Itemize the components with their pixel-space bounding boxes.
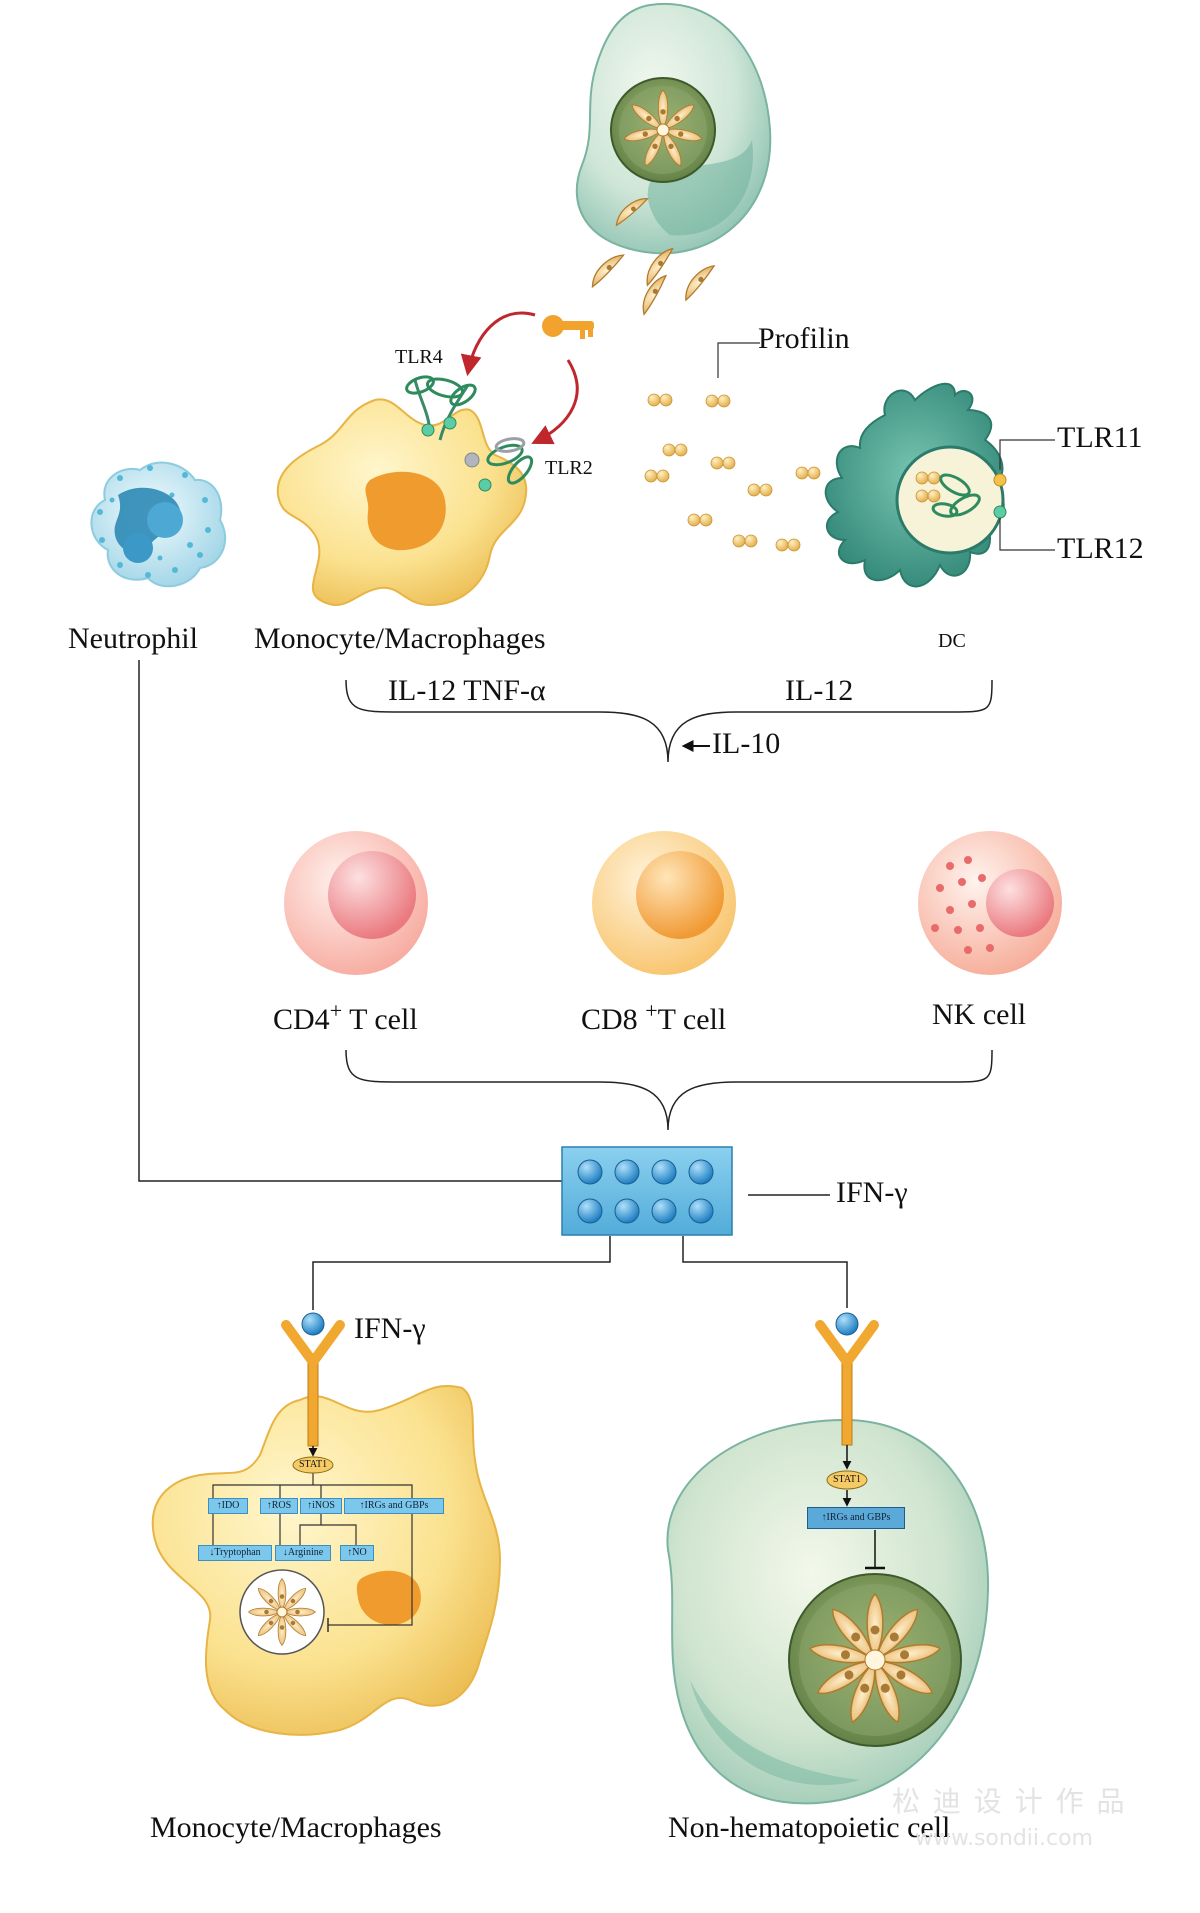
ifn-to-macrophage-line [312, 1236, 611, 1310]
parasite-rosette-macrophage [248, 1578, 316, 1646]
tlr11-tlr12-receptors [915, 471, 1007, 519]
profilin-leader-line [717, 342, 760, 378]
box-ros: ↑ROS [260, 1498, 298, 1514]
macrophage-pathway-lines [212, 1472, 413, 1632]
tlr2-receptor [464, 437, 534, 492]
irgs-inhibition [865, 1530, 885, 1570]
profilin-particles [644, 393, 821, 552]
tlr11-leader-line [999, 439, 1055, 470]
cd8-t-cell [592, 831, 736, 975]
neutrophil-to-ifn-line [138, 660, 562, 1182]
sup-plus-cd4: + [329, 998, 343, 1023]
parasite-rosette-nonhemato [807, 1593, 943, 1726]
arrow-to-tlr4 [460, 311, 536, 377]
stat1-label-macrophage: STAT1 [299, 1459, 328, 1470]
label-dc: DC [938, 630, 966, 652]
label-tcell-cd4: T cell [349, 1003, 418, 1036]
watermark-url: www.sondii.com [915, 1826, 1093, 1851]
label-nonhematopoietic-cell: Non-hematopoietic cell [668, 1811, 951, 1844]
arrow-to-tlr2 [531, 359, 579, 445]
label-cd8: CD8 [581, 1003, 638, 1036]
label-tcell-cd8: T cell [657, 1003, 727, 1036]
tlr12-leader-line [999, 518, 1055, 551]
label-monocyte-macrophages-top: Monocyte/Macrophages [254, 622, 546, 655]
parasite-rosette-top [622, 89, 704, 169]
label-ifn-gamma-left: IFN-γ [354, 1312, 426, 1345]
label-cd4: CD4 [273, 1003, 330, 1036]
nonhematopoietic-cell [666, 1418, 990, 1805]
label-tlr12: TLR12 [1057, 532, 1144, 565]
box-inos: ↑iNOS [300, 1498, 342, 1514]
stat1-nonhemato [826, 1470, 868, 1490]
dendritic-cell [824, 382, 1005, 588]
ifn-to-nonhemato-line [682, 1236, 848, 1308]
cd4-t-cell [284, 831, 428, 975]
box-tryptophan: ↓Tryptophan [198, 1545, 272, 1561]
box-irgs-gbps-nonhemato: ↑IRGs and GBPs [807, 1507, 905, 1529]
box-arginine: ↓Arginine [275, 1545, 331, 1561]
label-il10: IL-10 [712, 727, 781, 760]
label-tlr2: TLR2 [545, 457, 593, 479]
label-profilin: Profilin [758, 322, 850, 355]
label-ifn-gamma-right: IFN-γ [836, 1176, 908, 1209]
box-irgs-gbps-macrophage: ↑IRGs and GBPs [344, 1498, 444, 1514]
label-cd8-t-cell: CD8 +T cell [581, 998, 726, 1037]
label-monocyte-macrophages-bottom: Monocyte/Macrophages [150, 1811, 442, 1844]
label-neutrophil: Neutrophil [68, 622, 198, 655]
tlr4-receptor [405, 375, 477, 441]
label-il12: IL-12 [785, 674, 854, 707]
label-il12-tnf: IL-12 TNF-α [388, 674, 546, 707]
tachyzoites-released [584, 246, 723, 315]
ifn-receptor-nonhemato [815, 1312, 879, 1446]
label-nk-cell: NK cell [932, 998, 1027, 1031]
sup-plus-cd8: + [645, 998, 658, 1023]
stat1-macrophage [292, 1456, 334, 1474]
lower-brace [345, 1049, 993, 1131]
stat1-label-nonhemato: STAT1 [832, 1474, 862, 1485]
macrophage-top [276, 398, 528, 607]
label-cd4-t-cell: CD4+ T cell [273, 998, 418, 1037]
label-tlr4: TLR4 [395, 346, 443, 368]
box-ido: ↑IDO [208, 1498, 248, 1514]
box-no: ↑NO [340, 1545, 374, 1561]
ifn-gamma-box [561, 1146, 733, 1236]
label-tlr11: TLR11 [1057, 421, 1143, 454]
upper-brace [345, 679, 993, 763]
watermark-chinese: 松 迪 设 计 作 品 [892, 1785, 1127, 1818]
neutrophil-cell [90, 461, 227, 588]
nk-cell [918, 831, 1062, 975]
infected-host-cell [575, 2, 772, 255]
ligand-key-icon [542, 315, 594, 339]
